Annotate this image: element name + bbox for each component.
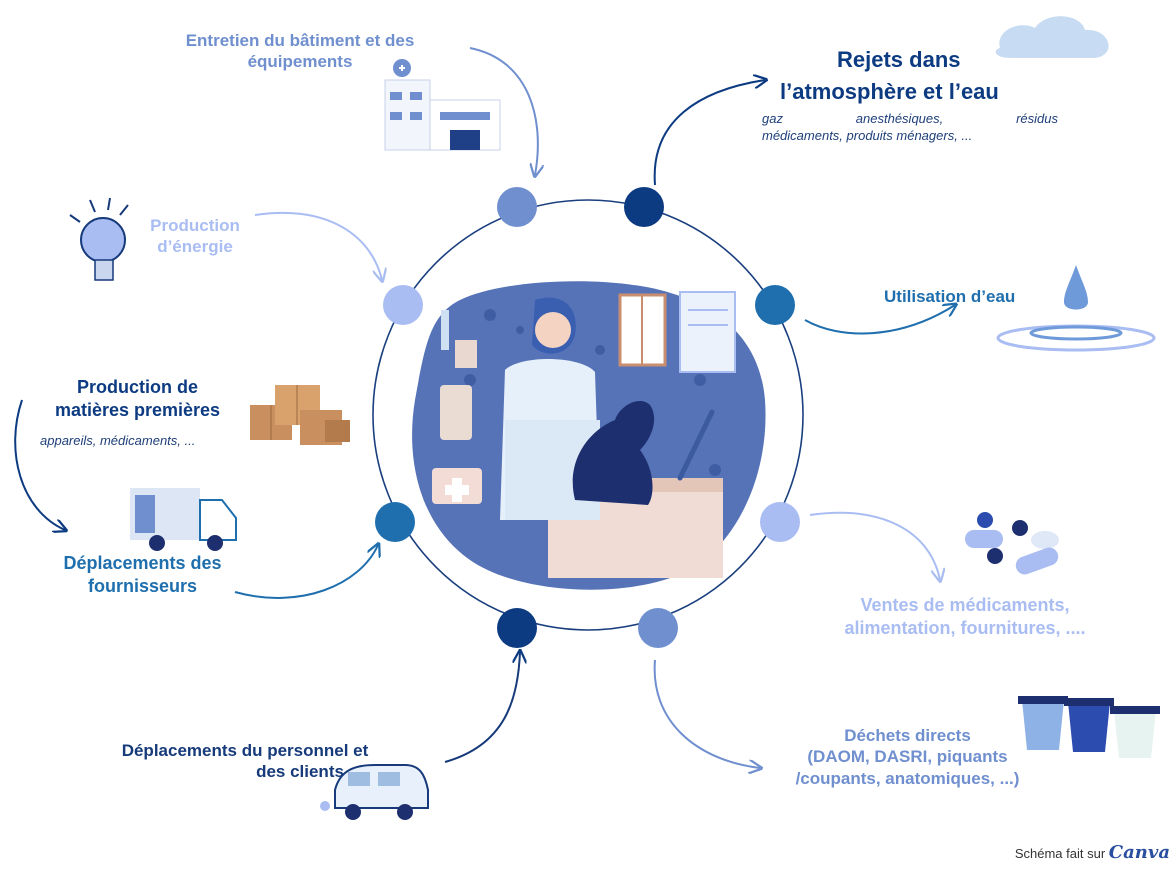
label-personnel-line2: des clients (256, 762, 344, 782)
label-matieres-line1: Production de (77, 377, 198, 397)
label-entretien-line1: Entretien du bâtiment et des (185, 31, 415, 50)
label-energie: Production d’énergie (140, 215, 250, 258)
water-drop-icon (996, 265, 1156, 352)
node-ventes (760, 502, 800, 542)
canva-logo: Canva (1108, 842, 1170, 863)
label-energie-line1: Production (150, 216, 240, 235)
label-rejets-sub: gaz anesthésiques, résidus médicaments, … (762, 111, 1058, 145)
label-entretien-line2: équipements (247, 52, 353, 72)
arrow-entretien (469, 47, 538, 175)
label-rejets: Rejets dans l’atmosphère et l’eau (780, 44, 1060, 108)
label-rejets-sub-line2: médicaments, produits ménagers, ... (762, 127, 973, 143)
cloud-icon (995, 16, 1109, 58)
label-dechets-line1: Déchets directs (844, 726, 971, 745)
label-entretien: Entretien du bâtiment et des équipements (150, 30, 450, 73)
label-eau: Utilisation d’eau (884, 287, 1016, 306)
arrow-eau (804, 305, 955, 335)
label-ventes: Ventes de médicaments, alimentation, fou… (820, 594, 1110, 639)
label-rejets-line1: Rejets dans (837, 47, 961, 72)
arrow-personnel (444, 652, 520, 763)
label-dechets-line3: /coupants, anatomiques, ...) (795, 768, 1020, 788)
credit-text: Schéma fait sur (1014, 846, 1106, 861)
arrow-energie (254, 211, 382, 280)
arrow-ventes (809, 511, 940, 580)
label-personnel: Déplacements du personnel et des clients (95, 740, 395, 783)
label-dechets: Déchets directs (DAOM, DASRI, piquants /… (765, 725, 1050, 789)
node-energie (383, 285, 423, 325)
node-eau (755, 285, 795, 325)
label-matieres-sub: appareils, médicaments, ... (40, 433, 196, 448)
label-rejets-line2: l’atmosphère et l’eau (780, 78, 999, 104)
node-dechets (638, 608, 678, 648)
label-fournisseurs: Déplacements des fournisseurs (45, 552, 240, 597)
label-rejets-sub-word3: résidus (1016, 111, 1058, 126)
lightbulb-icon (69, 197, 129, 281)
veterinarian-illustration (412, 281, 766, 590)
node-entretien (497, 187, 537, 227)
recycle-bins-icon (1018, 696, 1160, 758)
label-fournisseurs-line1: Déplacements des (63, 553, 222, 573)
building-icon (384, 59, 501, 151)
label-personnel-line1: Déplacements du personnel et (121, 741, 369, 760)
label-dechets-line2: (DAOM, DASRI, piquants (807, 747, 1008, 767)
label-rejets-sub-word1: gaz (762, 111, 783, 126)
label-matieres-line2: matières premières (54, 399, 221, 420)
arrow-dechets (653, 659, 760, 768)
arrow-fournisseurs (234, 545, 378, 599)
pills-icon (965, 512, 1059, 575)
arrow-matieres (14, 399, 65, 530)
label-ventes-line1: Ventes de médicaments, (860, 595, 1070, 615)
arrow-rejets (653, 80, 765, 186)
node-fournisseurs (375, 502, 415, 542)
label-fournisseurs-line2: fournisseurs (87, 575, 198, 596)
node-rejets (624, 187, 664, 227)
boxes-icon (250, 385, 350, 445)
central-ring (372, 199, 804, 631)
label-rejets-sub-line1: gaz anesthésiques, résidus (762, 111, 1058, 128)
label-rejets-sub-word2: anesthésiques, (855, 111, 944, 126)
label-energie-line2: d’énergie (157, 237, 233, 257)
car-icon (320, 764, 429, 820)
node-personnel (497, 608, 537, 648)
label-ventes-line2: alimentation, fournitures, .... (844, 617, 1086, 638)
canva-credit: Schéma fait sur Canva (1015, 842, 1170, 863)
label-matieres: Production de matières premières (35, 376, 240, 421)
truck-icon (130, 488, 237, 551)
